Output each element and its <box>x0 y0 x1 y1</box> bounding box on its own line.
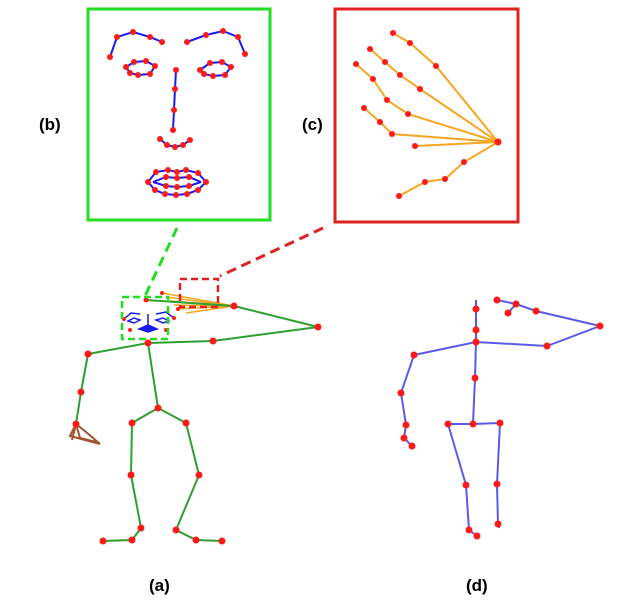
body-limbs <box>75 299 319 542</box>
hand-inset-keypoints <box>353 30 502 199</box>
face-highlight-box <box>120 295 170 341</box>
hand-connector-line <box>219 226 324 278</box>
pose-limbs <box>399 299 604 537</box>
label-d: (d) <box>466 576 488 595</box>
label-b: (b) <box>39 115 61 134</box>
body-pose-skeleton <box>397 296 604 540</box>
label-a: (a) <box>149 576 170 595</box>
body-keypoints <box>72 291 322 545</box>
face-inset-keypoints <box>107 28 248 198</box>
hand-inset-frame <box>333 7 520 224</box>
whole-body-skeleton <box>68 277 322 545</box>
face-connector-line <box>143 227 179 297</box>
label-c: (c) <box>302 115 323 134</box>
body-face-lines <box>123 311 175 333</box>
hand-inset-lines <box>355 32 499 197</box>
pose-keypoints <box>397 296 604 540</box>
